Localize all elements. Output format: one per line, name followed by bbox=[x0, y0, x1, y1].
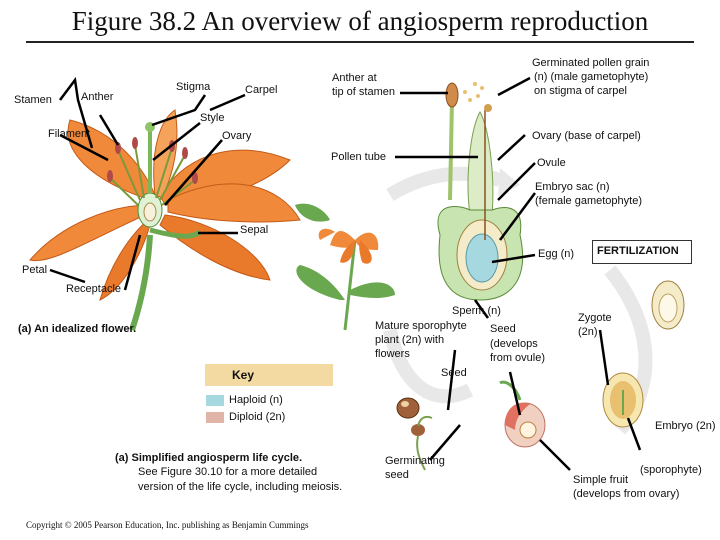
label-sepal: Sepal bbox=[240, 224, 269, 236]
seed-illustration bbox=[396, 397, 420, 419]
label-fertilization: FERTILIZATION bbox=[597, 245, 679, 257]
label-seed: Seed bbox=[441, 367, 467, 379]
label-zygote-1: Zygote bbox=[578, 312, 612, 324]
label-germinating-seed-1: Germinating bbox=[385, 455, 445, 467]
label-ovary-base: Ovary (base of carpel) bbox=[532, 130, 641, 142]
copyright-notice: Copyright © 2005 Pearson Education, Inc.… bbox=[26, 520, 309, 530]
label-simple-fruit-2: (develops from ovary) bbox=[573, 488, 680, 500]
label-stigma: Stigma bbox=[176, 81, 211, 93]
simple-fruit bbox=[499, 380, 546, 448]
zygote-ovule bbox=[651, 280, 685, 330]
cycle-caption-3: version of the life cycle, including mei… bbox=[138, 481, 343, 493]
label-embryo-sac-1: Embryo sac (n) bbox=[535, 181, 610, 193]
developing-seed bbox=[602, 372, 644, 428]
label-petal: Petal bbox=[22, 264, 48, 276]
haploid-swatch bbox=[206, 395, 224, 406]
label-mature-sporophyte-3: flowers bbox=[375, 348, 410, 360]
label-seed-develops-1: Seed bbox=[490, 323, 516, 335]
label-germinated-pollen-3: on stigma of carpel bbox=[534, 85, 627, 97]
label-anther-tip-2: tip of stamen bbox=[332, 86, 395, 98]
title-underline bbox=[26, 41, 694, 43]
label-ovule: Ovule bbox=[537, 157, 566, 169]
label-carpel: Carpel bbox=[245, 84, 278, 96]
label-mature-sporophyte-2: plant (2n) with bbox=[375, 334, 445, 346]
label-sperm: Sperm (n) bbox=[452, 305, 501, 317]
label-seed-develops-2: (develops bbox=[490, 338, 538, 350]
label-stamen: Stamen bbox=[14, 94, 52, 106]
label-style: Style bbox=[200, 112, 225, 124]
label-zygote-2: (2n) bbox=[578, 326, 598, 338]
label-germinated-pollen-1: Germinated pollen grain bbox=[532, 57, 650, 69]
label-simple-fruit-1: Simple fruit bbox=[573, 474, 629, 486]
flower-caption: (a) An idealized flower. bbox=[18, 323, 137, 335]
cycle-caption-2: See Figure 30.10 for a more detailed bbox=[138, 466, 318, 478]
label-embryo-2: (sporophyte) bbox=[640, 464, 702, 476]
stamen-closeup bbox=[445, 82, 484, 201]
petal-back bbox=[153, 109, 178, 199]
label-pollen-tube: Pollen tube bbox=[331, 151, 387, 163]
petal-right bbox=[167, 183, 301, 223]
label-germinating-seed-2: seed bbox=[385, 469, 409, 481]
key-haploid: Haploid (n) bbox=[229, 394, 283, 406]
cycle-caption-1: (a) Simplified angiosperm life cycle. bbox=[115, 452, 303, 464]
diploid-swatch bbox=[206, 412, 224, 423]
key-diploid: Diploid (2n) bbox=[229, 411, 286, 423]
label-germinated-pollen-2: (n) (male gametophyte) bbox=[534, 71, 649, 83]
sepal-green bbox=[149, 227, 202, 239]
label-anther-tip-1: Anther at bbox=[332, 72, 377, 84]
label-egg: Egg (n) bbox=[538, 248, 575, 260]
figure-title: Figure 38.2 An overview of angiosperm re… bbox=[71, 6, 649, 36]
label-embryo-sac-2: (female gametophyte) bbox=[535, 195, 642, 207]
key-title: Key bbox=[232, 368, 255, 382]
label-mature-sporophyte-1: Mature sporophyte bbox=[375, 320, 467, 332]
label-receptacle: Receptacle bbox=[66, 283, 122, 295]
fertilization-box bbox=[592, 240, 692, 264]
key-header bbox=[205, 364, 333, 386]
label-filament: Filament bbox=[48, 128, 91, 140]
label-seed-develops-3: from ovule) bbox=[490, 352, 546, 364]
petal-lower-right bbox=[159, 214, 271, 281]
mature-sporophyte-plant bbox=[295, 203, 395, 331]
label-anther: Anther bbox=[81, 91, 114, 103]
label-ovary: Ovary bbox=[222, 130, 252, 142]
label-embryo-1: Embryo (2n) bbox=[655, 420, 716, 432]
stem bbox=[129, 234, 153, 331]
petal-lower-left bbox=[29, 204, 151, 262]
idealized-flower-illustration bbox=[29, 109, 301, 331]
germinating-seed-illustration bbox=[411, 415, 433, 471]
carpel-closeup bbox=[437, 104, 524, 301]
